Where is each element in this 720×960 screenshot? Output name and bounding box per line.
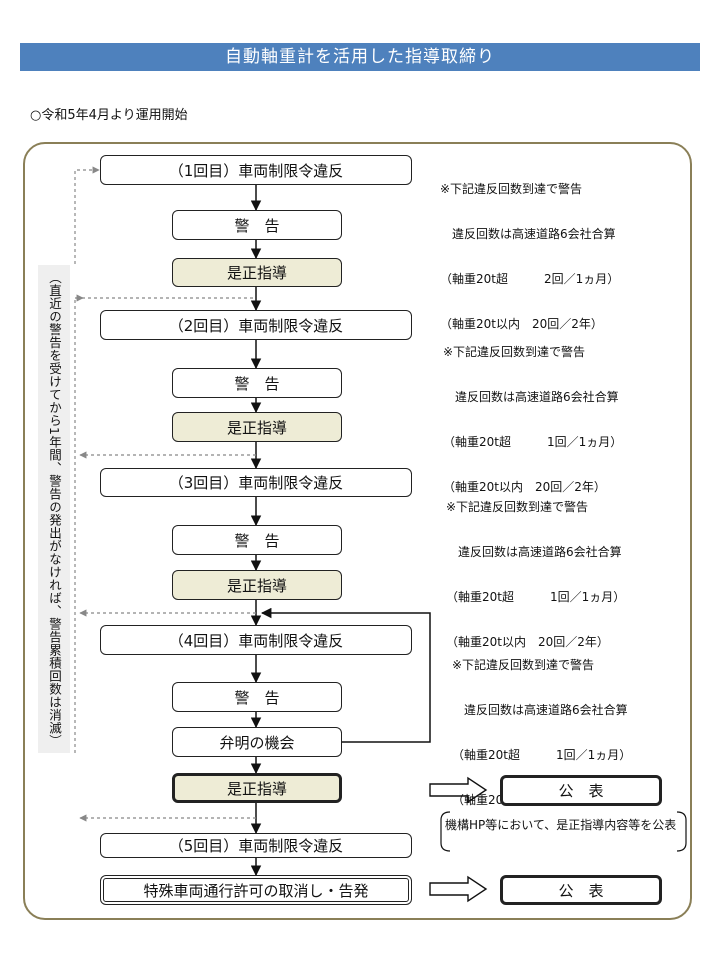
publish-arrow-1 (429, 776, 488, 804)
warning-1-box: 警 告 (172, 210, 342, 240)
publish-caption: 機構HP等において、是正指導内容等を公表 (445, 818, 677, 832)
correction-4-box: 是正指導 (172, 773, 342, 803)
caption-bracket-right (676, 811, 687, 852)
warning-2-box: 警 告 (172, 368, 342, 398)
violation-2-box: （2回目）車両制限令違反 (100, 310, 412, 340)
threshold-note-1: ※下記違反回数到達で警告 違反回数は高速道路6会社合算 （軸重20t超 2回／1… (440, 182, 620, 331)
violation-4-box: （4回目）車両制限令違反 (100, 625, 412, 655)
permit-revocation-box: 特殊車両通行許可の取消し・告発 (100, 875, 412, 905)
threshold-note-3: ※下記違反回数到達で警告 違反回数は高速道路6会社合算 （軸重20t超 1回／1… (446, 500, 626, 649)
reset-loop-main (74, 297, 256, 753)
warning-3-box: 警 告 (172, 525, 342, 555)
publish-arrow-2 (429, 875, 488, 903)
publish-box-2: 公 表 (500, 875, 662, 905)
violation-1-box: （1回目）車両制限令違反 (100, 155, 412, 185)
reset-loop-top (74, 166, 100, 264)
publish-box-1: 公 表 (500, 775, 662, 806)
correction-1-box: 是正指導 (172, 258, 342, 287)
side-note: （直近の警告を受けてから1年間、警告の発出がなければ、警告累積回数は消滅） (38, 265, 70, 753)
flow-frame (23, 142, 692, 920)
caption-bracket-left (440, 811, 451, 852)
correction-2-box: 是正指導 (172, 412, 342, 442)
violation-3-box: （3回目）車両制限令違反 (100, 468, 412, 497)
excuse-opportunity-box: 弁明の機会 (172, 727, 342, 757)
violation-5-box: （5回目）車両制限令違反 (100, 833, 412, 858)
arrow-loop-back (260, 607, 431, 743)
correction-3-box: 是正指導 (172, 570, 342, 600)
title-banner: 自動軸重計を活用した指導取締り (20, 43, 700, 71)
threshold-note-2: ※下記違反回数到達で警告 違反回数は高速道路6会社合算 （軸重20t超 1回／1… (443, 345, 623, 494)
operation-start-label: ○令和5年4月より運用開始 (30, 108, 188, 123)
warning-4-box: 警 告 (172, 682, 342, 712)
